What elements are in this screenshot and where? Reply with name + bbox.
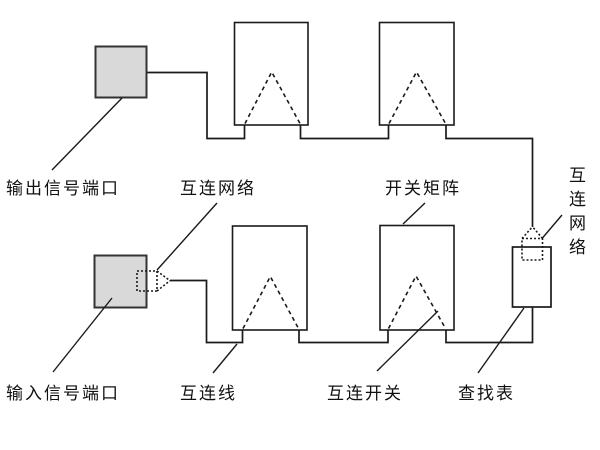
switch-triangle-top-right	[388, 70, 447, 124]
label-interconnect-network-right: 互连网络	[566, 166, 585, 262]
label-interconnect-switch: 互连开关	[327, 384, 403, 403]
switch-matrix-boxes	[231, 21, 455, 331]
pointer-output-port	[51, 97, 123, 171]
wire-matrix3-to-matrix4	[298, 330, 389, 344]
wire-output-port-to-matrix1	[147, 71, 246, 140]
network-funnel-arrow-lut	[521, 226, 544, 240]
input-port-box	[93, 254, 148, 309]
pointer-lookup-table	[477, 307, 525, 374]
wire-input-port-to-matrix3	[170, 279, 244, 344]
pointer-interconnect-wire	[212, 343, 238, 374]
switch-triangle-bottom-right	[387, 274, 447, 329]
interconnect-network-funnels	[136, 226, 544, 292]
label-switch-matrix: 开关矩阵	[385, 179, 461, 198]
output-port-box	[94, 45, 148, 99]
network-funnel-box-lut	[521, 237, 544, 261]
wires	[147, 71, 534, 344]
lookup-table-box	[511, 246, 552, 308]
network-funnel-box-input	[136, 270, 158, 292]
label-output-port: 输出信号端口	[6, 179, 120, 198]
pointer-input-port	[52, 297, 113, 373]
label-pointer-lines	[51, 97, 563, 374]
label-interconnect-wire: 互连线	[180, 384, 237, 403]
pointer-switch-matrix	[402, 202, 426, 225]
wire-matrix4-to-lookup-table	[445, 307, 534, 344]
label-lookup-table: 查找表	[458, 384, 515, 403]
label-input-port: 输入信号端口	[6, 384, 120, 403]
switch-triangle-bottom-left	[242, 274, 300, 329]
pointer-interconnect-switch	[376, 310, 439, 372]
network-funnel-arrow-input	[156, 270, 171, 292]
interconnect-switch-triangles	[242, 70, 447, 329]
pointer-interconnect-network-right	[541, 214, 563, 239]
switch-matrix-box-bottom-left	[231, 225, 308, 331]
pointer-interconnect-network-top	[156, 202, 218, 271]
wire-matrix2-to-network-funnel	[445, 125, 534, 227]
wire-matrix1-to-matrix2	[299, 125, 390, 140]
label-interconnect-network-top: 互连网络	[180, 179, 256, 198]
